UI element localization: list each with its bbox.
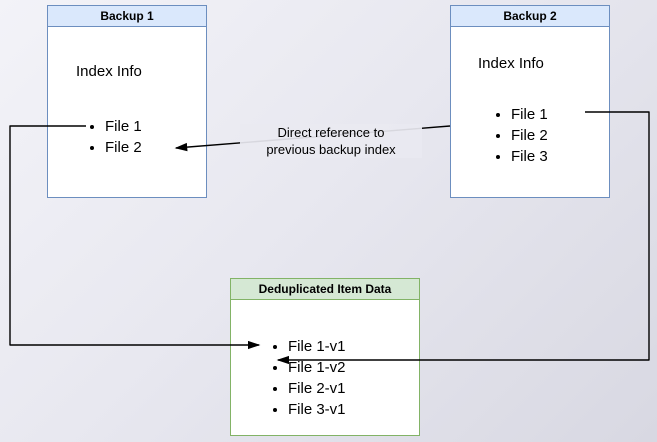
backup1-index-info-label: Index Info: [76, 63, 142, 80]
backup1-box: Backup 1 Index Info File 1 File 2: [47, 5, 207, 198]
list-item: File 2: [511, 128, 548, 143]
deduplicated-item-data-title: Deduplicated Item Data: [231, 279, 419, 300]
list-item: File 1-v2: [288, 360, 346, 375]
list-item: File 1-v1: [288, 339, 346, 354]
backup2-title: Backup 2: [451, 6, 609, 27]
list-item: File 1: [105, 119, 142, 134]
backup2-index-info-label: Index Info: [478, 55, 544, 72]
backup2-box: Backup 2 Index Info File 1 File 2 File 3: [450, 5, 610, 198]
annotation-line2: previous backup index: [266, 142, 396, 157]
direct-reference-annotation: Direct reference to previous backup inde…: [240, 124, 422, 158]
list-item: File 1: [511, 107, 548, 122]
list-item: File 2: [105, 140, 142, 155]
list-item: File 2-v1: [288, 381, 346, 396]
annotation-line1: Direct reference to: [277, 125, 385, 140]
list-item: File 3-v1: [288, 402, 346, 417]
deduplicated-item-data-box: Deduplicated Item Data File 1-v1 File 1-…: [230, 278, 420, 436]
dedup-file-list: File 1-v1 File 1-v2 File 2-v1 File 3-v1: [271, 339, 346, 423]
list-item: File 3: [511, 149, 548, 164]
backup1-title: Backup 1: [48, 6, 206, 27]
backup2-file-list: File 1 File 2 File 3: [494, 107, 548, 170]
backup1-file-list: File 1 File 2: [88, 119, 142, 161]
